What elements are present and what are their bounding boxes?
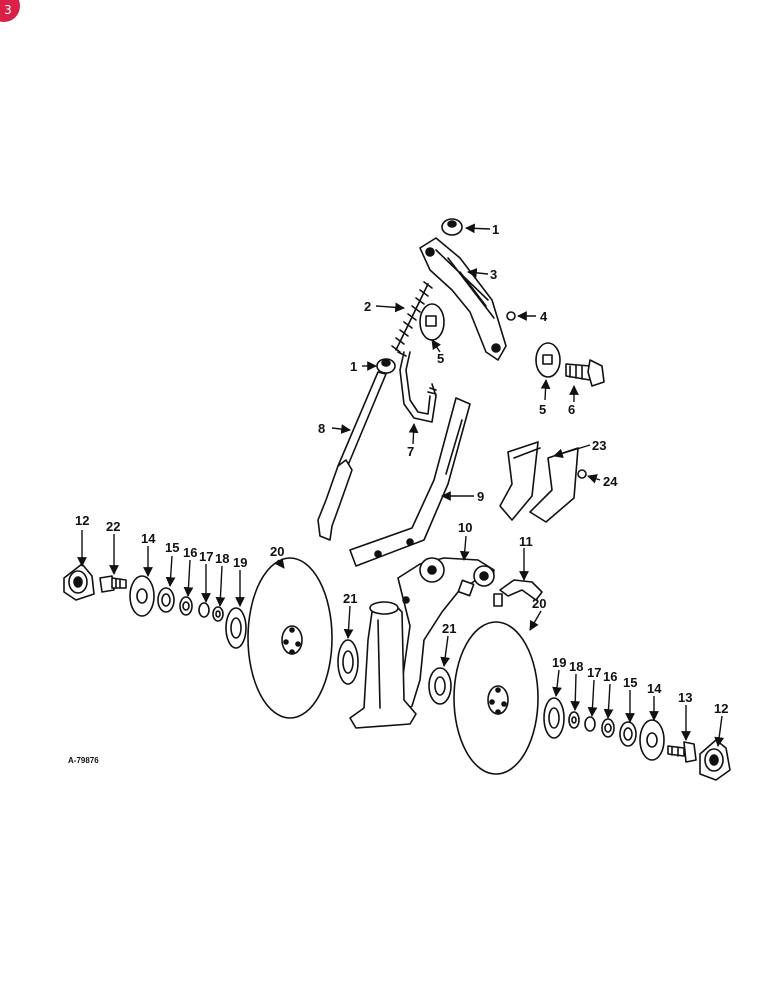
callout-4: 4 [540, 309, 548, 324]
callout-18-left: 18 [215, 551, 229, 566]
callout-10: 10 [458, 520, 472, 535]
seal-part-21-left [337, 639, 359, 685]
callout-22: 22 [106, 519, 120, 534]
callout-20-left: 20 [270, 544, 284, 559]
rod-part-8 [317, 371, 387, 541]
disc-part-20-right [453, 621, 539, 775]
corner-badge: 3 [0, 0, 20, 22]
callout-3: 3 [490, 267, 497, 282]
bolt-part-6 [565, 359, 605, 387]
retainer-part-19-left [225, 607, 247, 649]
callout-16-right: 16 [603, 669, 617, 684]
callout-12-right: 12 [714, 701, 728, 716]
callout-18-right: 18 [569, 659, 583, 674]
callout-16-left: 16 [183, 545, 197, 560]
callout-7: 7 [407, 444, 414, 459]
hub-flange-part-14-left [129, 575, 155, 617]
callout-11: 11 [519, 534, 533, 549]
callout-15-right: 15 [623, 675, 637, 690]
arm-part-3 [419, 237, 507, 361]
washer-plate-part-5-right [535, 342, 561, 378]
nut-part-4 [506, 311, 516, 321]
bearing-housing-part-12-right [699, 739, 731, 781]
spring-part-2 [391, 281, 433, 357]
bearing-part-15-left [157, 587, 175, 613]
callout-23: 23 [592, 438, 606, 453]
callout-2: 2 [364, 299, 371, 314]
callout-12-left: 12 [75, 513, 89, 528]
cup-part-16-left [179, 596, 193, 616]
seal-part-21-right [428, 667, 452, 705]
frame-part-10 [397, 557, 495, 717]
callout-24: 24 [603, 474, 618, 489]
callout-19-left: 19 [233, 555, 247, 570]
callout-1-top: 1 [492, 222, 499, 237]
callout-5-left: 5 [437, 351, 444, 366]
washer-plate-part-5-left [419, 303, 445, 341]
bearing-part-15-right [619, 721, 637, 747]
drawing-number: A-79876 [68, 756, 99, 765]
callout-13: 13 [678, 690, 692, 705]
washer-part-17-right [584, 716, 596, 732]
ring-part-18-left [212, 606, 224, 622]
disc-part-20-left [247, 557, 333, 719]
callout-6: 6 [568, 402, 575, 417]
callout-5-right: 5 [539, 402, 546, 417]
u-rod-part-7 [399, 351, 437, 423]
bearing-housing-part-12-left [63, 563, 95, 601]
callout-21-right: 21 [442, 621, 456, 636]
retainer-part-19-right [543, 697, 565, 739]
callout-21-left: 21 [343, 591, 357, 606]
callout-17-right: 17 [587, 665, 601, 680]
callout-17-left: 17 [199, 549, 213, 564]
callout-8: 8 [318, 421, 325, 436]
bar-part-9 [349, 397, 471, 567]
ring-part-18-right [568, 711, 580, 729]
callout-14-right: 14 [647, 681, 662, 696]
washer-part-17-left [198, 602, 210, 618]
bolt-part-13 [667, 741, 697, 763]
callout-1-lower: 1 [350, 359, 357, 374]
scraper-part-23 [499, 441, 579, 523]
bushing-part-1-lower [376, 358, 396, 374]
seed-tube [349, 601, 417, 729]
callout-19-right: 19 [552, 655, 566, 670]
callout-20-right: 20 [532, 596, 546, 611]
hub-flange-part-14-right [639, 719, 665, 761]
callout-9: 9 [477, 489, 484, 504]
callout-14-left: 14 [141, 531, 156, 546]
cup-part-16-right [601, 718, 615, 738]
callout-15-left: 15 [165, 540, 179, 555]
strap-part-11 [493, 579, 543, 607]
bolt-part-22 [99, 575, 127, 593]
bushing-part-1-top [441, 218, 463, 236]
screw-part-24 [577, 469, 587, 479]
